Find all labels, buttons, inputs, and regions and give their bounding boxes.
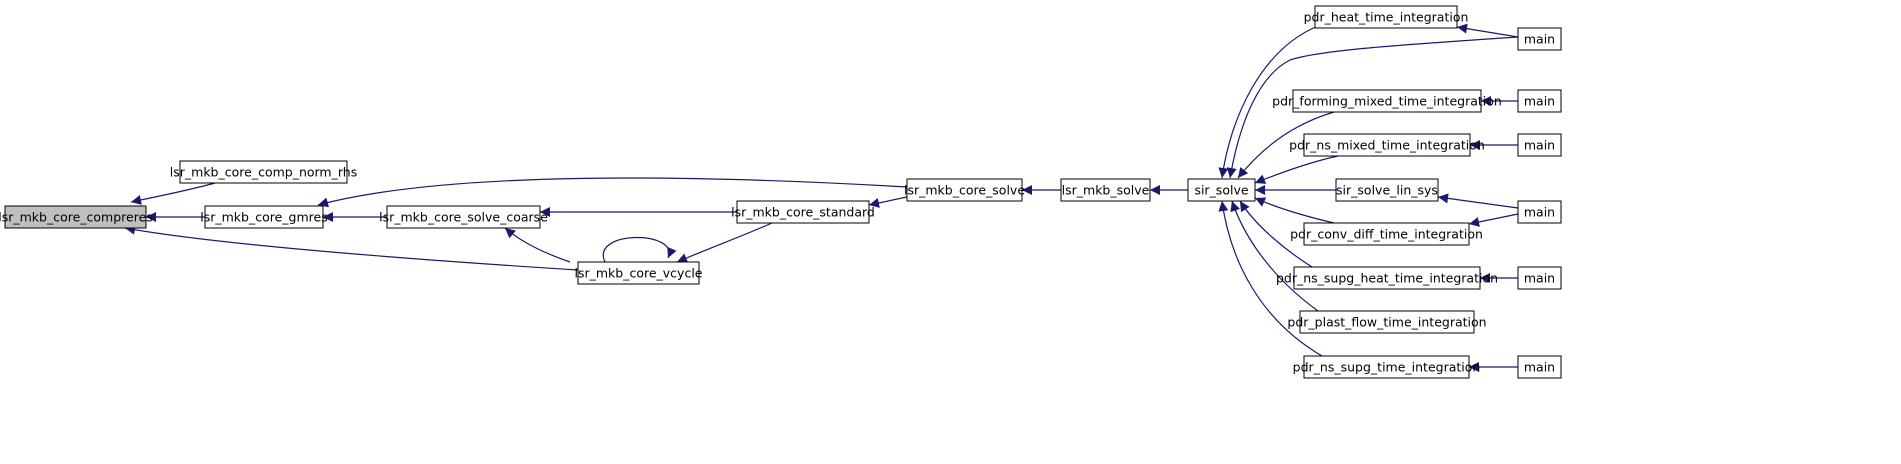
node-current-function[interactable]: lsr_mkb_core_compreres <box>0 205 153 229</box>
node-box[interactable] <box>386 205 541 229</box>
node-function[interactable]: main <box>1517 89 1562 113</box>
node-function[interactable]: main <box>1517 266 1562 290</box>
edge-arrow <box>124 224 579 271</box>
node-label: sir_solve <box>1194 183 1248 198</box>
node-label: sir_solve_lin_sys <box>1336 183 1438 198</box>
node-box[interactable] <box>1299 310 1475 334</box>
edge-arrow <box>1437 193 1519 209</box>
node-function[interactable]: lsr_mkb_core_gmres <box>200 205 328 229</box>
node-box[interactable] <box>1292 89 1482 113</box>
node-box[interactable] <box>1060 178 1151 202</box>
node-box[interactable] <box>906 178 1023 202</box>
node-label: lsr_mkb_core_solve_coarse <box>379 210 548 225</box>
node-box[interactable] <box>736 200 870 224</box>
node-label: lsr_mkb_core_solve <box>904 183 1025 198</box>
edge-arrow <box>1237 111 1335 179</box>
edge-arrow <box>1468 213 1519 227</box>
node-box[interactable] <box>1293 266 1481 290</box>
node-function[interactable]: sir_solve <box>1187 178 1256 202</box>
edge-arrow <box>1239 200 1313 268</box>
node-label: lsr_mkb_core_gmres <box>200 210 327 225</box>
node-box[interactable] <box>1517 89 1562 113</box>
node-function[interactable]: pdr_ns_supg_time_integration <box>1293 355 1481 379</box>
node-label: pdr_ns_supg_time_integration <box>1293 360 1481 375</box>
edges-layer <box>124 23 1519 372</box>
edge-arrow <box>130 182 216 205</box>
node-box[interactable] <box>577 261 700 285</box>
node-function[interactable]: pdr_ns_mixed_time_integration <box>1289 133 1485 157</box>
node-label: main <box>1524 360 1555 375</box>
edge-arrow <box>1230 200 1319 312</box>
node-label: lsr_mkb_core_comp_norm_rhs <box>170 165 357 180</box>
node-function[interactable]: main <box>1517 200 1562 224</box>
node-function[interactable]: lsr_mkb_core_solve_coarse <box>379 205 548 229</box>
nodes-layer: lsr_mkb_core_compreres lsr_mkb_core_comp_… <box>0 5 1562 379</box>
node-box[interactable] <box>1187 178 1256 202</box>
node-function[interactable]: lsr_mkb_core_solve <box>904 178 1025 202</box>
node-function[interactable]: pdr_plast_flow_time_integration <box>1287 310 1487 334</box>
node-function[interactable]: main <box>1517 27 1562 51</box>
node-label: main <box>1524 205 1555 220</box>
edge-arrow <box>1254 155 1339 184</box>
edge-arrow <box>1226 36 1519 179</box>
node-function[interactable]: main <box>1517 133 1562 157</box>
node-function[interactable]: pdr_conv_diff_time_integration <box>1290 222 1483 246</box>
node-label: lsr_mkb_core_standard <box>731 205 875 220</box>
edge-arrow <box>1218 200 1323 357</box>
edge-arrow <box>317 177 908 208</box>
node-box[interactable] <box>1517 200 1562 224</box>
node-function[interactable]: sir_solve_lin_sys <box>1335 178 1439 202</box>
node-label: pdr_plast_flow_time_integration <box>1287 315 1486 330</box>
node-label: pdr_forming_mixed_time_integration <box>1272 94 1502 109</box>
node-function[interactable]: pdr_ns_supg_heat_time_integration <box>1276 266 1498 290</box>
edge-arrow <box>1254 197 1335 224</box>
node-box[interactable] <box>1303 355 1470 379</box>
node-label: main <box>1524 94 1555 109</box>
node-label: lsr_mkb_solve <box>1062 183 1150 198</box>
node-label: main <box>1524 271 1555 286</box>
node-function[interactable]: pdr_heat_time_integration <box>1304 5 1469 29</box>
edge-arrow <box>602 236 677 263</box>
edge-arrow <box>676 222 773 263</box>
node-box[interactable] <box>1303 222 1470 246</box>
node-label: pdr_ns_supg_heat_time_integration <box>1276 271 1498 286</box>
node-box[interactable] <box>4 205 147 229</box>
node-function[interactable]: lsr_mkb_solve <box>1060 178 1151 202</box>
node-label: main <box>1524 138 1555 153</box>
node-box[interactable] <box>204 205 324 229</box>
node-function[interactable]: lsr_mkb_core_vcycle <box>574 261 703 285</box>
node-box[interactable] <box>1517 266 1562 290</box>
node-box[interactable] <box>179 160 348 184</box>
node-label: lsr_mkb_core_compreres <box>0 210 153 225</box>
node-function[interactable]: lsr_mkb_core_comp_norm_rhs <box>170 160 357 184</box>
edge-arrow <box>504 227 571 263</box>
node-label: pdr_conv_diff_time_integration <box>1290 227 1483 242</box>
node-function[interactable]: main <box>1517 355 1562 379</box>
node-box[interactable] <box>1517 133 1562 157</box>
node-box[interactable] <box>1303 133 1471 157</box>
node-label: pdr_heat_time_integration <box>1304 10 1469 25</box>
node-function[interactable]: pdr_forming_mixed_time_integration <box>1272 89 1502 113</box>
node-label: main <box>1524 32 1555 47</box>
node-box[interactable] <box>1314 5 1458 29</box>
node-label: pdr_ns_mixed_time_integration <box>1289 138 1485 153</box>
node-function[interactable]: lsr_mkb_core_standard <box>731 200 875 224</box>
edge-arrow <box>1218 25 1319 179</box>
node-label: lsr_mkb_core_vcycle <box>574 266 702 281</box>
edge-arrow <box>1456 23 1519 38</box>
edge-arrow <box>868 196 908 208</box>
node-box[interactable] <box>1517 355 1562 379</box>
node-box[interactable] <box>1335 178 1439 202</box>
node-box[interactable] <box>1517 27 1562 51</box>
